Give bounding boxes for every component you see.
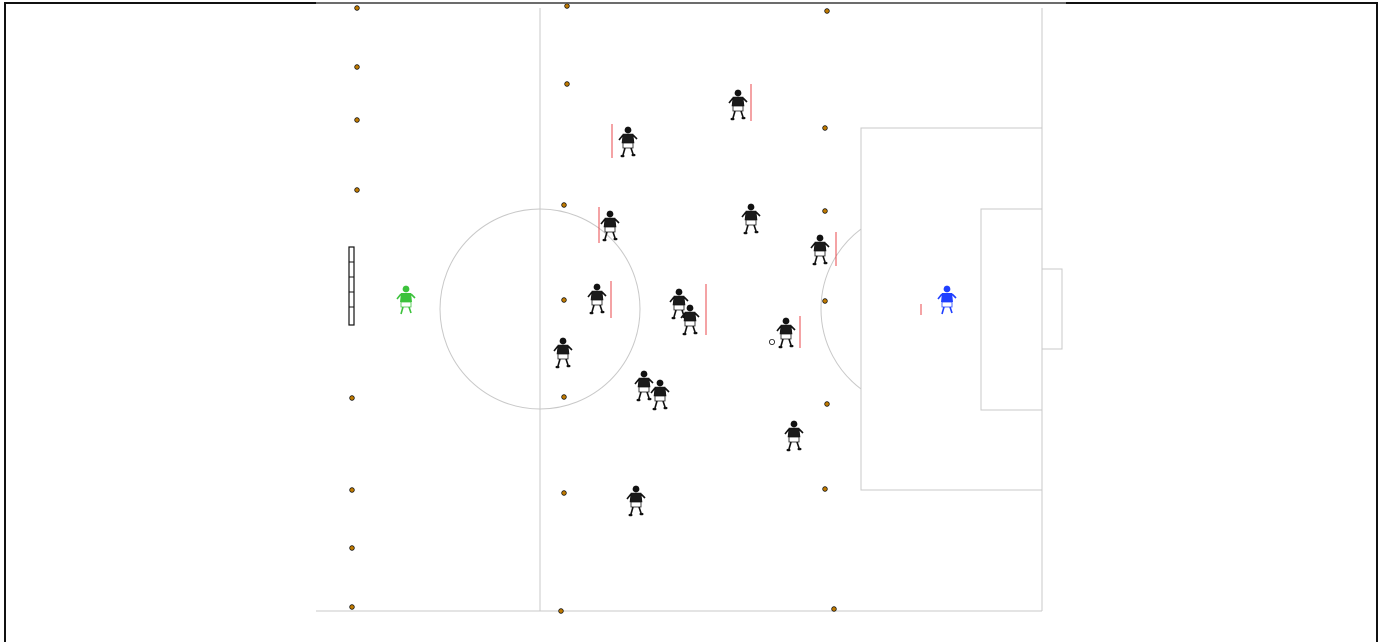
- position-dot: [832, 607, 837, 612]
- penalty-arc-right: [821, 229, 861, 389]
- players: [554, 90, 829, 517]
- player[interactable]: [554, 338, 572, 369]
- position-dot: [823, 299, 828, 304]
- player[interactable]: [651, 380, 669, 411]
- player[interactable]: [627, 486, 645, 517]
- player[interactable]: [619, 127, 637, 158]
- position-dot: [562, 491, 567, 496]
- goalkeeper-right[interactable]: [938, 286, 956, 314]
- player[interactable]: [742, 204, 760, 235]
- position-dot: [350, 605, 355, 610]
- position-dot: [823, 126, 828, 131]
- position-dot: [562, 298, 567, 303]
- goal-left: [349, 247, 354, 325]
- player[interactable]: [588, 284, 606, 315]
- player[interactable]: [729, 90, 747, 121]
- goal-right: [1042, 269, 1062, 349]
- position-dot: [355, 6, 360, 11]
- player[interactable]: [601, 211, 619, 242]
- player[interactable]: [811, 235, 829, 266]
- position-dot: [565, 4, 570, 9]
- position-dot: [562, 203, 567, 208]
- position-dot: [825, 9, 830, 14]
- position-dot: [350, 546, 355, 551]
- position-dot: [823, 487, 828, 492]
- soccer-pitch[interactable]: [0, 0, 1382, 620]
- goal-area-right: [981, 209, 1042, 410]
- player[interactable]: [785, 421, 803, 452]
- player[interactable]: [635, 371, 653, 402]
- position-dot: [562, 395, 567, 400]
- position-dot: [350, 488, 355, 493]
- position-dot: [565, 82, 570, 87]
- position-dot: [350, 396, 355, 401]
- position-dot: [825, 402, 830, 407]
- position-dot: [355, 188, 360, 193]
- position-dot: [355, 65, 360, 70]
- position-dot: [355, 118, 360, 123]
- player[interactable]: [777, 318, 795, 349]
- position-dot: [823, 209, 828, 214]
- goalkeeper-left[interactable]: [397, 286, 415, 314]
- ball: [769, 339, 774, 344]
- position-dot: [559, 609, 564, 614]
